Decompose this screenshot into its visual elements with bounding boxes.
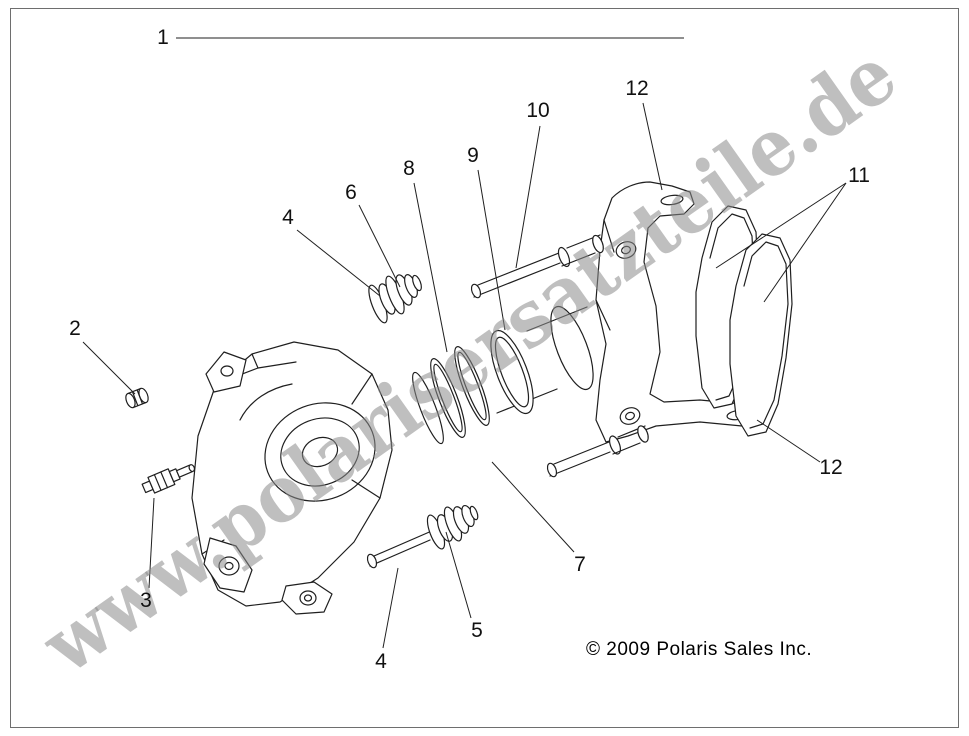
callout-label-1: 1 <box>157 26 169 49</box>
leader-line-12 <box>642 102 663 191</box>
lower-pin-and-boot <box>366 504 479 569</box>
callout-label-5: 5 <box>471 619 483 642</box>
leader-lines <box>82 37 847 649</box>
bracket-boss-upper <box>615 241 637 259</box>
callout-label-6: 6 <box>345 181 357 204</box>
caliper-lug-bottom <box>281 581 333 615</box>
callout-label-9: 9 <box>467 144 479 167</box>
leader-line-6 <box>358 204 401 288</box>
bracket-slot-top <box>660 194 684 206</box>
guide-pin-lower <box>546 425 649 478</box>
bleed-screw <box>141 464 196 494</box>
callout-label-12: 12 <box>625 77 649 100</box>
leader-line-4 <box>382 567 399 649</box>
callout-label-8: 8 <box>403 157 415 180</box>
leader-line-12 <box>756 419 821 463</box>
callout-label-11: 11 <box>848 164 870 187</box>
caliper-body <box>191 341 393 615</box>
leader-line-9 <box>477 169 506 331</box>
leader-line-4 <box>296 229 381 297</box>
piston-seals <box>412 346 490 445</box>
guide-pin-upper <box>470 234 604 299</box>
callout-label-10: 10 <box>526 99 550 122</box>
callout-label-12: 12 <box>819 456 843 479</box>
bracket-boss-lower <box>619 407 641 425</box>
mounting-bracket <box>595 181 765 443</box>
callout-label-2: 2 <box>69 317 81 340</box>
caliper-bore <box>264 402 376 502</box>
callout-label-3: 3 <box>140 589 152 612</box>
piston <box>490 305 594 415</box>
leader-line-11 <box>715 182 847 269</box>
copyright-text: © 2009 Polaris Sales Inc. <box>586 639 813 660</box>
leader-line-5 <box>445 531 472 619</box>
leader-line-8 <box>413 182 448 353</box>
caliper-lug-left <box>203 537 253 593</box>
callout-label-4: 4 <box>375 650 387 673</box>
leader-line-11 <box>763 182 847 303</box>
caliper-assembly-drawing <box>125 181 793 615</box>
cap <box>125 387 149 409</box>
callout-label-7: 7 <box>574 553 586 576</box>
leader-line-10 <box>515 125 541 269</box>
leader-line-7 <box>491 461 575 553</box>
caliper-top-boss <box>205 351 247 393</box>
leader-line-2 <box>82 341 136 395</box>
piston-boot <box>368 274 422 324</box>
leader-line-3 <box>148 497 155 589</box>
callout-label-4: 4 <box>282 206 294 229</box>
